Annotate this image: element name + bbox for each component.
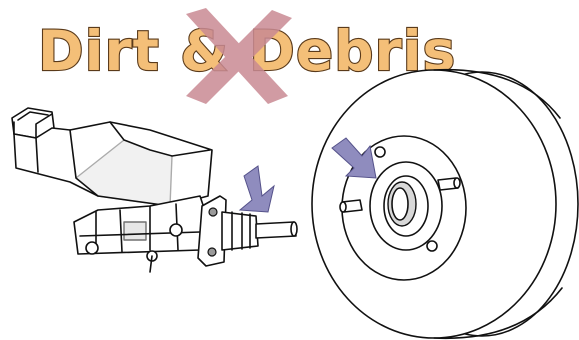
brake-booster [312,70,578,339]
pointer-arrow-icon [240,166,274,212]
